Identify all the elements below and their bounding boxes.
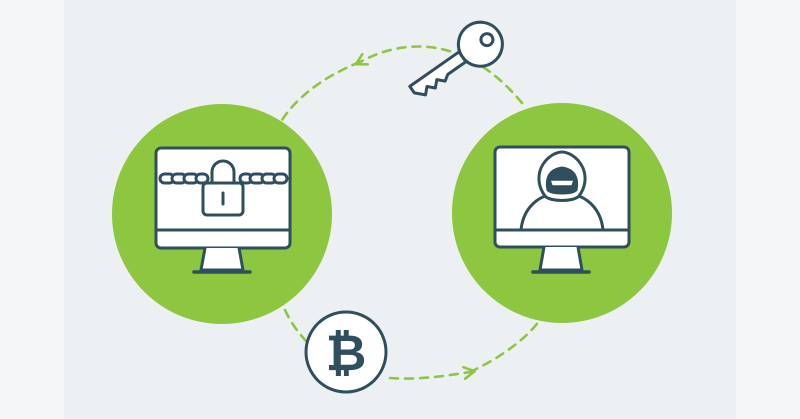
bitcoin-symbol: ₿: [326, 324, 367, 382]
bottom-right-dashed-arc: [468, 318, 542, 374]
key-icon: [408, 20, 504, 97]
top-left-dashed-arc: [280, 60, 362, 122]
left-side-band: [0, 0, 64, 419]
bottom-left-dashed-arc: [283, 308, 312, 347]
monitor-with-hooded-hacker-icon: [493, 145, 631, 274]
attacker-computer-node: [452, 103, 672, 323]
locked-computer-node: [112, 104, 332, 324]
cycle-arrows: [280, 45, 542, 379]
bitcoin-payment-node: ₿: [304, 310, 388, 394]
bitcoin-icon: [304, 310, 388, 394]
bottom-dashed-arc: [388, 372, 470, 379]
monitor-with-padlock-and-chains-icon: [154, 146, 292, 274]
right-side-band: [736, 0, 800, 419]
